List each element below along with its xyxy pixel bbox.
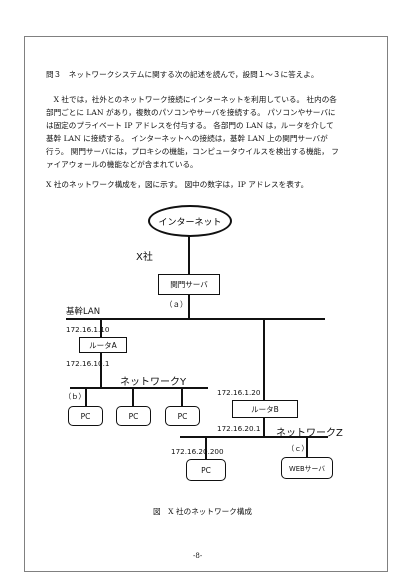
internet-label: インターネット	[158, 217, 222, 228]
figure-caption: 図 X 社のネットワーク構成	[153, 507, 252, 516]
pc-y-1: PC	[68, 406, 103, 426]
ip-router-b-bottom: 172.16.20.1	[217, 424, 261, 433]
label-a: （ａ）	[165, 300, 188, 309]
gateway-server-box: 関門サーバ	[158, 274, 220, 295]
ip-pc-z: 172.16.20.200	[171, 447, 224, 456]
page-number: -8-	[193, 552, 203, 560]
ip-router-a-top: 172.16.1.10	[66, 325, 110, 334]
paragraph-line-4: 基幹 LAN に接続する。 インターネットへの接続は，基幹 LAN 上の関門サー…	[46, 134, 328, 143]
web-server-box: WEBサーバ	[281, 457, 333, 479]
pc-label: PC	[177, 411, 188, 421]
pc-label: PC	[128, 411, 139, 421]
internet-cloud: インターネット	[148, 205, 232, 237]
pc-y-2: PC	[116, 406, 151, 426]
pc-label: PC	[201, 465, 211, 475]
label-b: （ｂ）	[64, 392, 86, 401]
paragraph-line-1: X 社では，社外とのネットワーク接続にインターネットを利用している。 社内の各	[46, 95, 337, 104]
label-c: （ｃ）	[287, 444, 309, 453]
paragraph-2: X 社のネットワーク構成を，図に示す。 図中の数字は，IP アドレスを表す。	[46, 180, 309, 189]
page-border	[24, 36, 388, 572]
paragraph-line-5: 行う。 関門サーバには，プロキシの機能，コンピュータウイルスを検出する機能， フ	[46, 147, 339, 156]
pc-z: PC	[186, 459, 226, 481]
web-server-label: WEBサーバ	[288, 465, 325, 473]
network-y-label: ネットワークY	[120, 377, 187, 388]
router-b-box: ルータB	[232, 400, 298, 418]
router-a-label: ルータA	[89, 340, 117, 350]
pc-label: PC	[80, 411, 91, 421]
ip-router-b-top: 172.16.1.20	[217, 388, 261, 397]
question-heading: 問３ ネットワークシステムに関する次の記述を読んで，設問１～３に答えよ。	[46, 70, 319, 79]
backbone-lan-label: 基幹LAN	[66, 307, 101, 317]
gateway-server-label: 関門サーバ	[170, 280, 208, 289]
ip-router-a-bottom: 172.16.10.1	[66, 359, 110, 368]
company-label: X社	[136, 252, 153, 263]
pc-y-3: PC	[165, 406, 200, 426]
paragraph-line-6: ァイアウォールの機能などが含まれている。	[46, 160, 198, 169]
paragraph-line-3: は固定のプライベート IP アドレスを付与する。 各部門の LAN は，ルータを…	[46, 121, 334, 130]
network-z-label: ネットワークZ	[276, 428, 343, 439]
paragraph-line-2: 部門ごとに LAN があり，複数のパソコンやサーバを接続する。 パソコンやサーバ…	[46, 108, 336, 117]
router-b-label: ルータB	[251, 404, 279, 414]
router-a-box: ルータA	[79, 337, 127, 353]
